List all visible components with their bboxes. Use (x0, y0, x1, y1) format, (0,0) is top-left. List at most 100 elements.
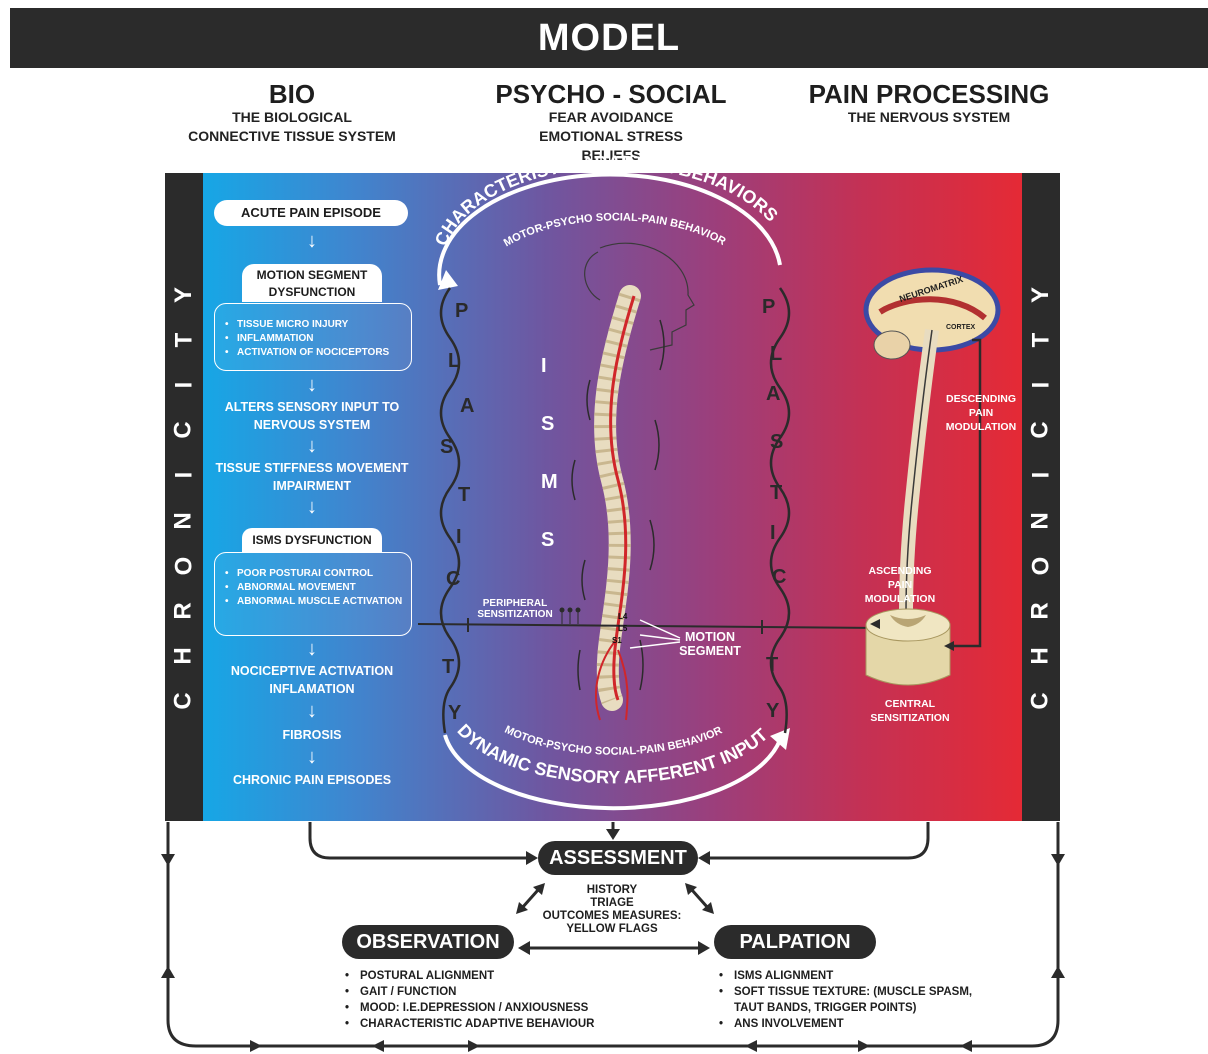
fibrosis-step: FIBROSIS (282, 728, 342, 742)
plasticity-wave-right (769, 287, 791, 734)
spine-flow-arrows (571, 319, 665, 691)
isms-letter: S (541, 413, 555, 435)
arrow-right-icon (770, 728, 790, 750)
bio-heading: BIO (268, 79, 316, 109)
arrow-up-icon (533, 883, 545, 895)
motion-pointer (639, 619, 681, 639)
bio-sub2: CONNECTIVE TISSUE SYSTEM (188, 128, 396, 144)
arrow-down-icon: ↓ (307, 638, 317, 660)
plasticity-letter: C (772, 566, 787, 588)
motion-pointer (639, 634, 681, 641)
psycho-sub2: EMOTIONAL STRESS (539, 128, 683, 144)
vertebra-label-l5: L5 (618, 624, 628, 633)
pain-sub1: THE NERVOUS SYSTEM (847, 109, 1011, 125)
psycho-sub3: BELIEFS (581, 147, 641, 163)
arrow-left-icon (438, 270, 458, 290)
plasticity-letter: A (460, 395, 475, 417)
arrow-left-icon (698, 851, 710, 865)
plasticity-letter: Y (448, 702, 462, 724)
plasticity-letter: T (770, 482, 783, 504)
ascending-modulation-label: ASCENDING PAIN MODULATION (864, 565, 936, 605)
arrow-up-icon (685, 883, 697, 895)
chronicity-bar-right (1022, 173, 1060, 821)
arrow-down-icon (161, 854, 175, 866)
arrow-right-icon (870, 619, 880, 629)
arrow-down-icon (516, 902, 528, 914)
arrow-down-icon: ↓ (307, 746, 317, 768)
motion-segment-title: MOTION SEGMENT DYSFUNCTION (242, 264, 382, 302)
pain-to-assessment-line (710, 822, 930, 860)
palpation-pill: PALPATION (714, 925, 876, 959)
palpation-item-continued: TAUT BANDS, TRIGGER POINTS) (734, 1000, 1002, 1016)
isms-item: ABNORMAL MOVEMENT (225, 581, 411, 595)
assessment-pill: ASSESSMENT (538, 841, 698, 875)
isms-letter: M (541, 471, 558, 493)
arrow-down-icon: ↓ (307, 496, 317, 518)
spinal-segment-icon (865, 608, 951, 686)
arrow-down-icon (1051, 854, 1065, 866)
motion-segment-label: MOTION SEGMENT (679, 630, 741, 658)
isms-dysfunction-box: POOR POSTURAI CONTROL ABNORMAL MOVEMENT … (214, 552, 412, 636)
palpation-item: SOFT TISSUE TEXTURE: (MUSCLE SPASM, (719, 984, 1002, 1000)
cortex-label: CORTEX (946, 324, 976, 331)
observation-list: POSTURAL ALIGNMENT GAIT / FUNCTION MOOD:… (338, 968, 618, 1032)
head-outline (584, 242, 695, 351)
arc-top-arrow (437, 172, 782, 286)
nociceptive-step: NOCICEPTIVE ACTIVATION INFLAMATION (230, 664, 394, 696)
assessment-item: YELLOW FLAGS (566, 923, 658, 935)
arrow-right-icon (698, 941, 710, 955)
plasticity-letter: T (458, 484, 471, 506)
chronic-pain-step: CHRONIC PAIN EPISODES (232, 773, 392, 787)
assessment-items: HISTORY TRIAGE OUTCOMES MEASURES: YELLOW… (536, 884, 688, 936)
arrow-up-icon (161, 966, 175, 978)
arc-bottom-small-label: MOTOR-PSYCHO SOCIAL-PAIN BEHAVIOR (503, 724, 725, 758)
arc-bottom-arrow (443, 734, 782, 811)
bio-sub1: THE BIOLOGICAL (232, 109, 352, 125)
arrow-left-icon (518, 941, 530, 955)
sciatic-nerves (595, 639, 629, 721)
arrow-left-icon (944, 641, 954, 651)
observation-item: GAIT / FUNCTION (345, 984, 618, 1000)
spinal-cord (609, 295, 636, 701)
vertebra-label-s1: S1 (612, 636, 622, 645)
plasticity-letter: A (766, 383, 781, 405)
tissue-stiffness-step: TISSUE STIFFNESS MOVEMENT IMPAIRMENT (215, 461, 409, 493)
assessment-item: HISTORY (586, 884, 638, 896)
plasticity-letter: P (455, 300, 469, 322)
arrow-up-icon (1051, 966, 1065, 978)
plasticity-letter: P (762, 296, 776, 318)
pain-heading-group: PAIN PROCESSING THE NERVOUS SYSTEM (800, 80, 1058, 127)
vertebra-label-l4: L4 (618, 612, 628, 621)
plasticity-wave-left (439, 287, 461, 734)
observation-pill: OBSERVATION (342, 925, 514, 959)
spine-column (594, 285, 641, 711)
motion-pointer (629, 641, 681, 649)
arrow-down-icon (702, 902, 714, 914)
acute-pain-pill: ACUTE PAIN EPISODE (214, 200, 408, 226)
spinal-cord-outline (905, 329, 933, 613)
plasticity-letter: T (442, 656, 455, 678)
arrow-down-icon: ↓ (307, 230, 317, 252)
plasticity-letter: L (770, 343, 783, 365)
isms-letter: I (541, 355, 547, 377)
arrow-down-icon: ↓ (307, 435, 317, 457)
observation-item: MOOD: I.E.DEPRESSION / ANXIOUSNESS (345, 1000, 618, 1016)
isms-letter: S (541, 529, 555, 551)
plasticity-letter: T (766, 654, 779, 676)
alters-sensory-step: ALTERS SENSORY INPUT TO NERVOUS SYSTEM (224, 400, 400, 432)
arrow-right-icon (526, 851, 538, 865)
plasticity-letter: I (456, 526, 462, 548)
nociceptor-endings (559, 607, 581, 624)
arc-top-big-label: CHARACTERISTIC ADAPTIVE BEHAVIORS (431, 152, 782, 249)
observation-item: POSTURAL ALIGNMENT (345, 968, 618, 984)
outer-feedback-loop (166, 822, 1060, 1048)
pain-heading: PAIN PROCESSING (808, 79, 1050, 109)
palpation-list: ISMS ALIGNMENT SOFT TISSUE TEXTURE: (MUS… (712, 968, 1002, 1032)
arrow-down-icon: ↓ (307, 374, 317, 396)
bio-to-assessment-line (308, 822, 526, 860)
assessment-item: OUTCOMES MEASURES: (542, 910, 682, 922)
assessment-item: TRIAGE (590, 897, 634, 909)
isms-item: POOR POSTURAI CONTROL (225, 567, 411, 581)
observation-item: CHARACTERISTIC ADAPTIVE BEHAVIOUR (345, 1016, 618, 1032)
peripheral-sensitization-label: PERIPHERAL SENSITIZATION (477, 598, 553, 620)
